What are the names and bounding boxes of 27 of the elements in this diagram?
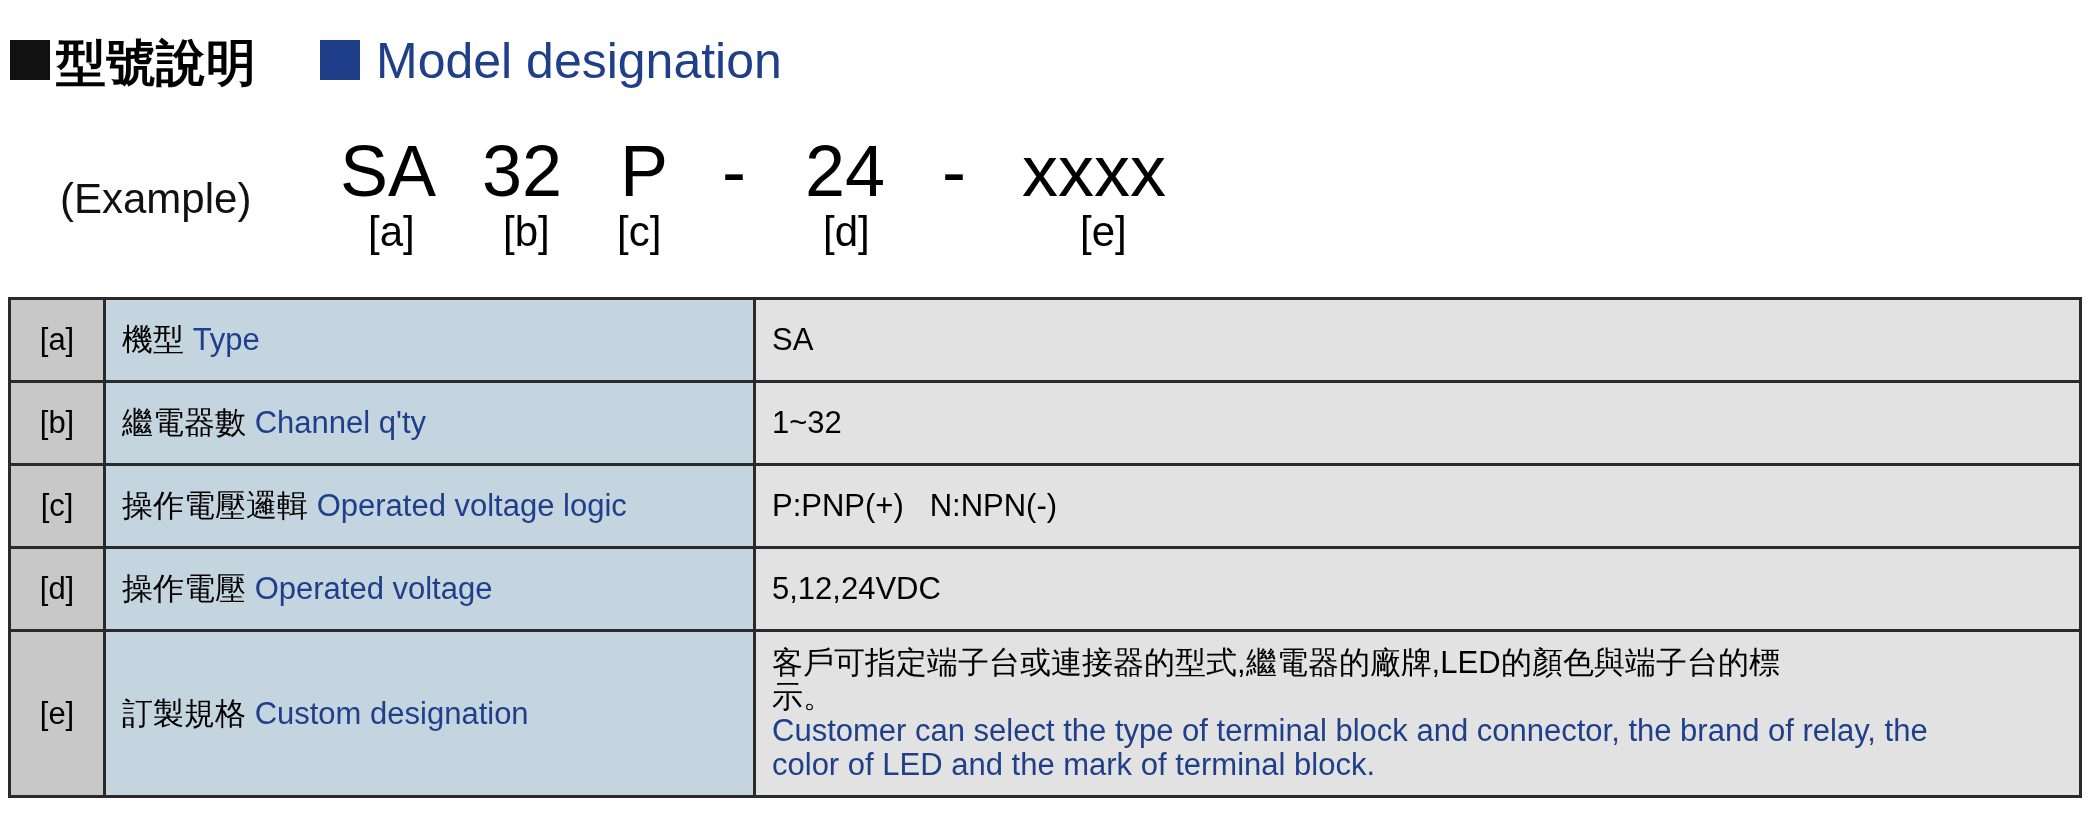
- row-key: [b]: [39, 405, 75, 440]
- row-key: [d]: [39, 571, 75, 606]
- field-name: 訂製規格: [122, 695, 246, 731]
- model-code-part: -: [942, 130, 966, 212]
- description-text: 客戶可指定端子台或連接器的型式,繼電器的廠牌,LED的顏色與端子台的標示。: [772, 645, 1781, 714]
- option-value: P:PNP(+): [772, 488, 904, 523]
- field-name: 操作電壓: [122, 571, 246, 606]
- value-text: 5,12,24VDC: [772, 571, 941, 606]
- field-name: 操作電壓邏輯: [122, 488, 308, 523]
- field-name: 繼電器數: [122, 405, 246, 440]
- field-name: Type: [192, 322, 260, 357]
- model-code-part: -: [722, 130, 746, 212]
- field-name: Operated voltage logic: [316, 488, 627, 523]
- row-key: [a]: [39, 322, 75, 357]
- title: 型號說明: [56, 34, 256, 93]
- field-name: Channel q'ty: [254, 405, 426, 440]
- description-text: Customer can select the type of terminal block and connector, the brand of relay, the color of LED and the mark of terminal block.: [772, 713, 1929, 782]
- example-label: (Example): [60, 175, 252, 223]
- subtitle: Model designation: [376, 32, 782, 90]
- value-text: SA: [772, 322, 814, 357]
- row-key: [e]: [39, 695, 75, 731]
- field-name: Custom designation: [254, 695, 529, 731]
- value-text: 1~32: [772, 405, 842, 440]
- field-name: 機型: [122, 322, 184, 357]
- field-name: Operated voltage: [254, 571, 493, 606]
- row-key: [c]: [40, 488, 74, 523]
- option-value: N:NPN(-): [929, 488, 1058, 523]
